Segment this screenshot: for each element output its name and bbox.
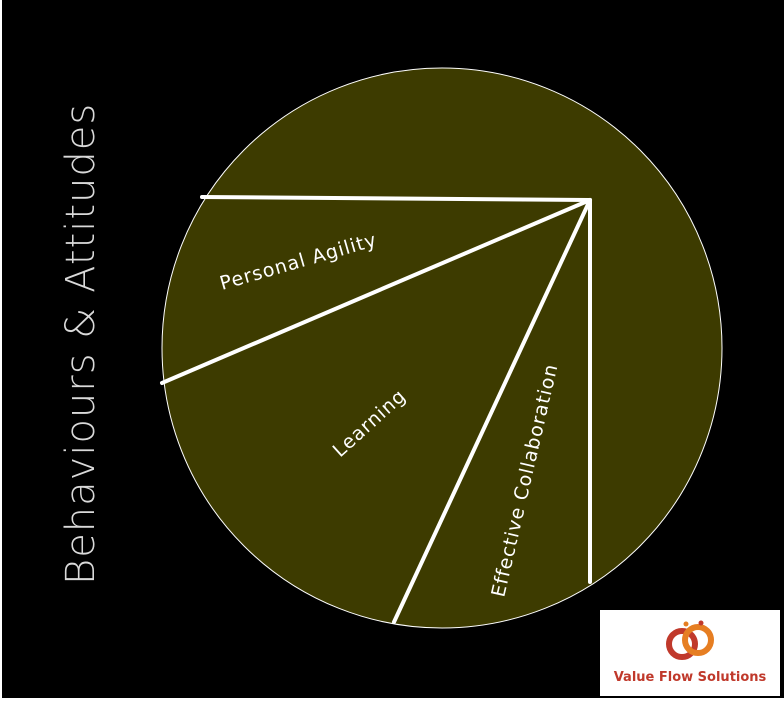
divider-line-top: [200, 195, 592, 202]
interlocking-rings-icon: [666, 620, 714, 660]
logo: Value Flow Solutions: [600, 610, 780, 696]
main-circle: [161, 67, 723, 629]
divider-line-learning-collaboration: [392, 198, 592, 624]
logo-text: Value Flow Solutions: [613, 670, 767, 685]
divider-line-agility-learning: [160, 198, 592, 385]
side-title: Behaviours & Attitudes: [58, 103, 104, 585]
